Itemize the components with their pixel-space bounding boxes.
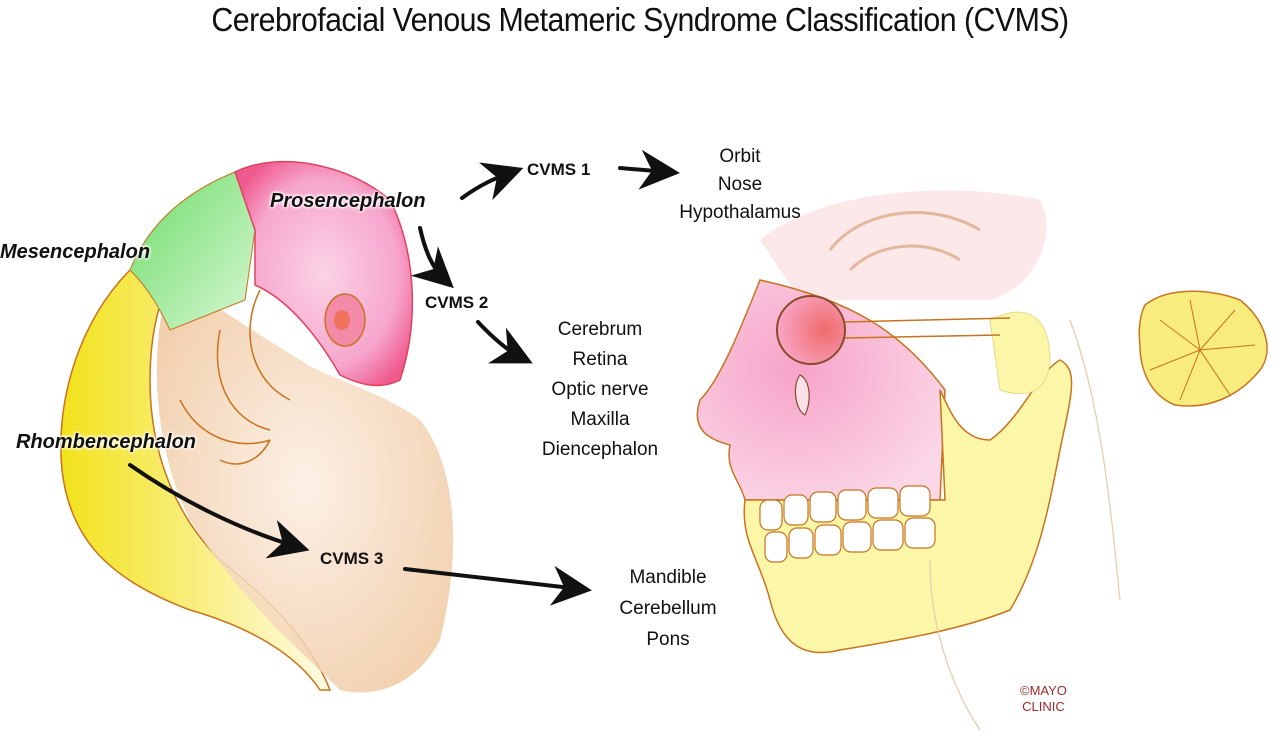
structure-item: Maxilla xyxy=(570,409,630,430)
label-prosencephalon: Prosencephalon xyxy=(270,190,426,212)
arrow-cvms3-to-list xyxy=(403,565,592,606)
label-cvms-1: CVMS 1 xyxy=(527,160,591,179)
arrow-cvms2-to-list xyxy=(476,320,533,364)
arrow-prosencephalon-to-cvms2 xyxy=(410,226,454,289)
structure-item: Cerebellum xyxy=(619,598,717,619)
label-rhombencephalon: Rhombencephalon xyxy=(16,431,197,453)
prosencephalon-region xyxy=(234,161,414,387)
structure-item: Cerebrum xyxy=(557,319,643,340)
face-region xyxy=(696,279,946,501)
cvms-2-structures: Cerebrum Retina Optic nerve Maxilla Dien… xyxy=(525,315,675,465)
teeth xyxy=(759,485,936,563)
condyle xyxy=(989,311,1051,395)
body-flesh-region xyxy=(156,280,454,693)
structure-item: Nose xyxy=(717,174,763,195)
copyright-line-1: ©MAYO xyxy=(1020,683,1067,698)
eye-globe xyxy=(776,295,846,365)
structure-item: Optic nerve xyxy=(551,379,649,400)
structure-item: Mandible xyxy=(629,567,707,588)
cvms-3-structures: Mandible Cerebellum Pons xyxy=(593,562,743,655)
cvms-1-structures: Orbit Nose Hypothalamus xyxy=(665,143,815,227)
optic-cup xyxy=(334,310,350,330)
arrows xyxy=(128,149,680,606)
structure-item: Orbit xyxy=(719,146,761,167)
label-mesencephalon: Mesencephalon xyxy=(0,241,151,263)
rhombencephalon-region xyxy=(60,269,332,691)
copyright-notice: ©MAYO CLINIC xyxy=(1020,683,1067,715)
label-cvms-3: CVMS 3 xyxy=(320,549,384,568)
neck-outline xyxy=(929,319,1121,731)
cerebellum xyxy=(1138,290,1268,407)
copyright-line-2: CLINIC xyxy=(1022,699,1065,714)
skull-illustration xyxy=(696,190,1268,731)
pharyngeal-arches xyxy=(179,289,291,465)
embryo-brain xyxy=(60,161,454,693)
arrow-cvms1-to-list xyxy=(618,149,680,190)
arrow-rhombencephalon-to-cvms3 xyxy=(128,463,310,559)
optic-nerve xyxy=(844,317,1011,339)
label-cvms-2: CVMS 2 xyxy=(425,293,489,312)
structure-item: Retina xyxy=(572,349,628,370)
structure-item: Hypothalamus xyxy=(679,202,801,223)
brain-gyri xyxy=(828,211,981,272)
lacrimal xyxy=(794,374,810,416)
page-title: Cerebrofacial Venous Metameric Syndrome … xyxy=(211,1,1069,38)
structure-item: Pons xyxy=(646,629,690,650)
arrow-prosencephalon-to-cvms1 xyxy=(460,162,524,201)
structure-item: Diencephalon xyxy=(541,439,659,460)
